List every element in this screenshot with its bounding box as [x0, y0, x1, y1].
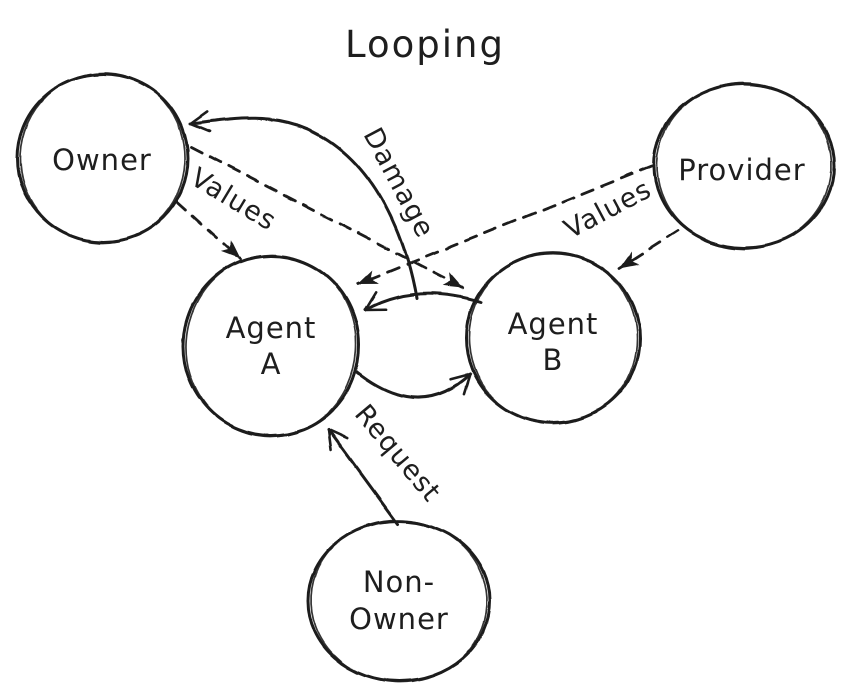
edge-request-label: Request — [348, 399, 447, 508]
node-agent-b-label-line1: Agent — [508, 307, 599, 341]
node-agent-a — [181, 254, 361, 438]
edge-values-owner-label: Values — [185, 162, 282, 237]
node-non-owner-label-line1: Non- — [363, 565, 435, 599]
node-agent-a-label-line2: A — [261, 347, 282, 381]
node-owner — [16, 72, 190, 244]
edge-damage-label: Damage — [357, 123, 441, 243]
edge-values-provider-to-agent-b — [618, 229, 680, 270]
edge-owner-to-agent-b — [189, 145, 465, 290]
node-agent-b — [464, 251, 642, 425]
edge-provider-to-agent-a — [356, 164, 654, 286]
edge-values-owner-to-agent-a — [175, 200, 242, 261]
edge-damage — [188, 110, 418, 300]
node-agent-b-label-line2: B — [543, 343, 564, 377]
node-provider — [652, 82, 836, 250]
node-non-owner-label-line2: Owner — [349, 602, 449, 636]
diagram-title: Looping — [345, 23, 505, 66]
node-owner-label: Owner — [52, 143, 152, 177]
edge-loop-agent-b-to-agent-a — [363, 291, 483, 312]
node-provider-label: Provider — [678, 153, 805, 187]
node-non-owner — [306, 519, 492, 683]
edge-request — [327, 428, 400, 526]
node-agent-a-label-line1: Agent — [226, 311, 317, 345]
edge-loop-agent-a-to-agent-b — [355, 370, 472, 399]
